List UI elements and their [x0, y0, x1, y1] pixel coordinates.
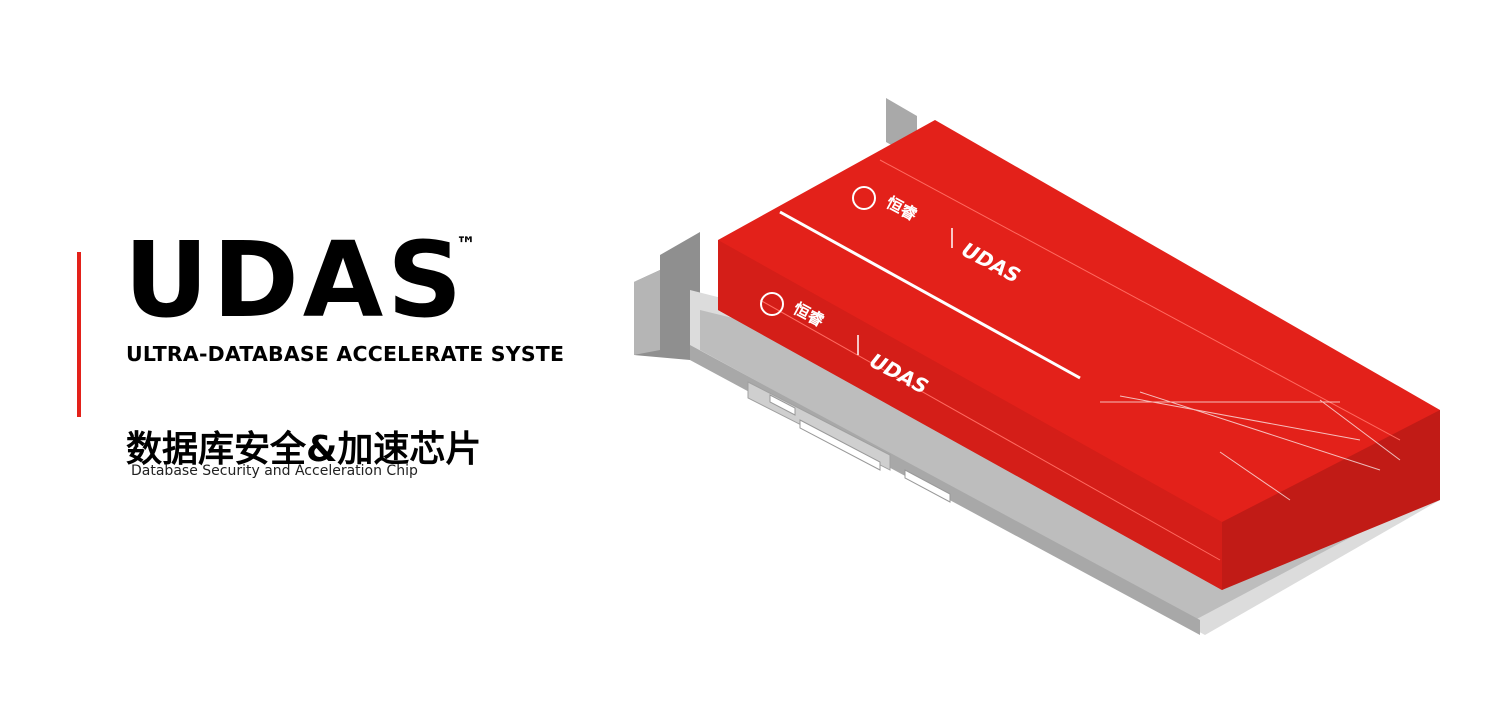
card-shroud — [718, 120, 1440, 590]
decor-lines — [1100, 391, 1401, 501]
pcie-connector — [747, 381, 951, 503]
accent-bar — [77, 252, 81, 417]
product-name: UDAS — [124, 219, 467, 341]
trademark-symbol: ™ — [456, 232, 476, 256]
product-full-name: ULTRA-DATABASE ACCELERATE SYSTE — [126, 342, 565, 366]
product-title-cn: 数据库安全&加速芯片 — [126, 429, 482, 470]
product-description: Database Security and Acceleration Chip — [131, 463, 418, 479]
